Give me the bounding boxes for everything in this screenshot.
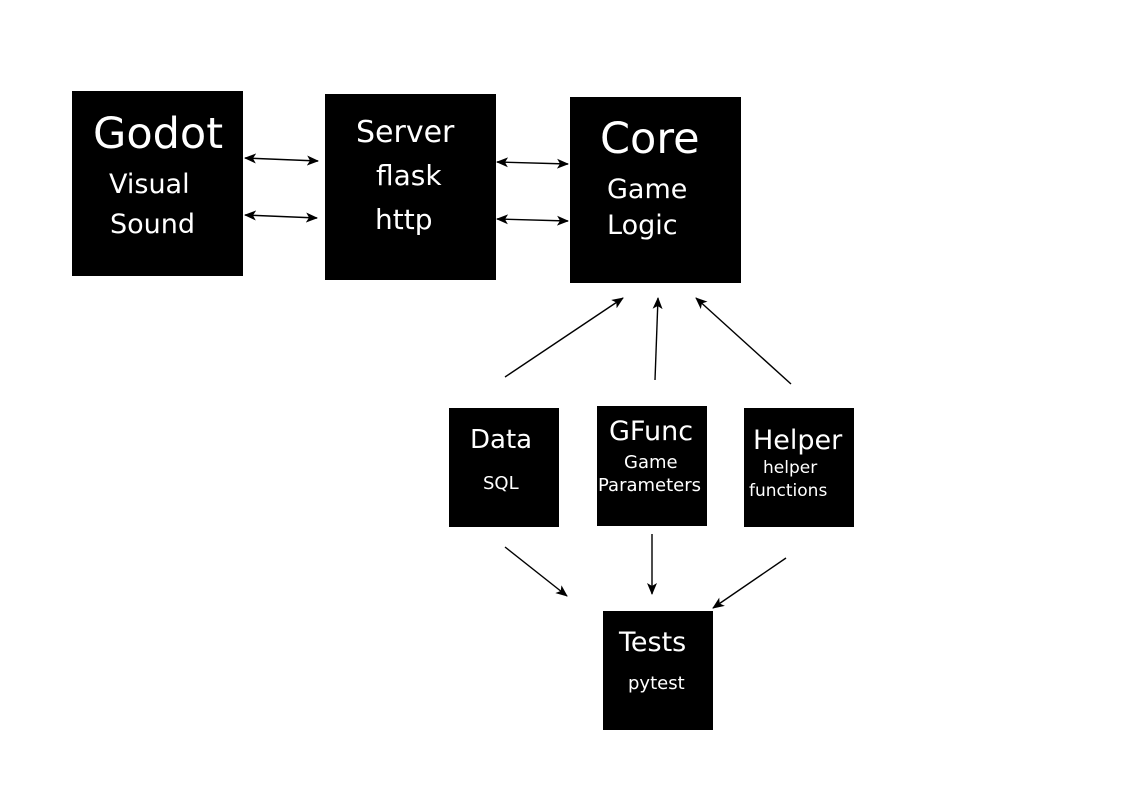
node-data: Data SQL [449,408,559,527]
node-tests: Tests pytest [603,611,713,730]
node-godot-title: Godot [93,109,224,159]
node-gfunc-line2: Parameters [598,475,702,496]
node-core: Core Game Logic [570,97,741,283]
node-tests-title: Tests [619,627,687,658]
node-godot: Godot Visual Sound [72,91,243,276]
edge-data-core [504,297,624,378]
node-gfunc-line1: Game [624,452,678,473]
node-gfunc: GFunc Game Parameters [597,406,707,526]
node-data-title: Data [470,425,533,455]
node-gfunc-title: GFunc [609,416,694,447]
edge-helper-tests [712,557,787,609]
node-core-line2: Logic [607,210,678,241]
edge-data-tests [504,546,568,597]
edge-helper-core [695,297,792,385]
node-core-line1: Game [607,174,688,205]
node-tests-line1: pytest [628,673,685,694]
node-godot-line2: Sound [110,209,196,240]
node-data-line1: SQL [483,473,519,494]
node-server-title: Server [356,115,455,150]
node-helper-line2: functions [749,481,828,501]
edge-godot-server-lower [244,210,318,223]
edge-server-core-upper [496,157,569,169]
node-core-title: Core [600,114,700,164]
node-helper-line1: helper [763,458,818,478]
node-server: Server flask http [325,94,496,280]
node-helper-title: Helper [753,425,843,456]
node-server-line2: http [375,203,433,236]
node-godot-line1: Visual [109,169,190,200]
edge-godot-server-upper [244,153,319,166]
edge-gfunc-core [652,297,663,381]
edge-server-core-lower [496,214,569,226]
node-server-line1: flask [376,159,442,192]
node-helper: Helper helper functions [744,408,854,527]
